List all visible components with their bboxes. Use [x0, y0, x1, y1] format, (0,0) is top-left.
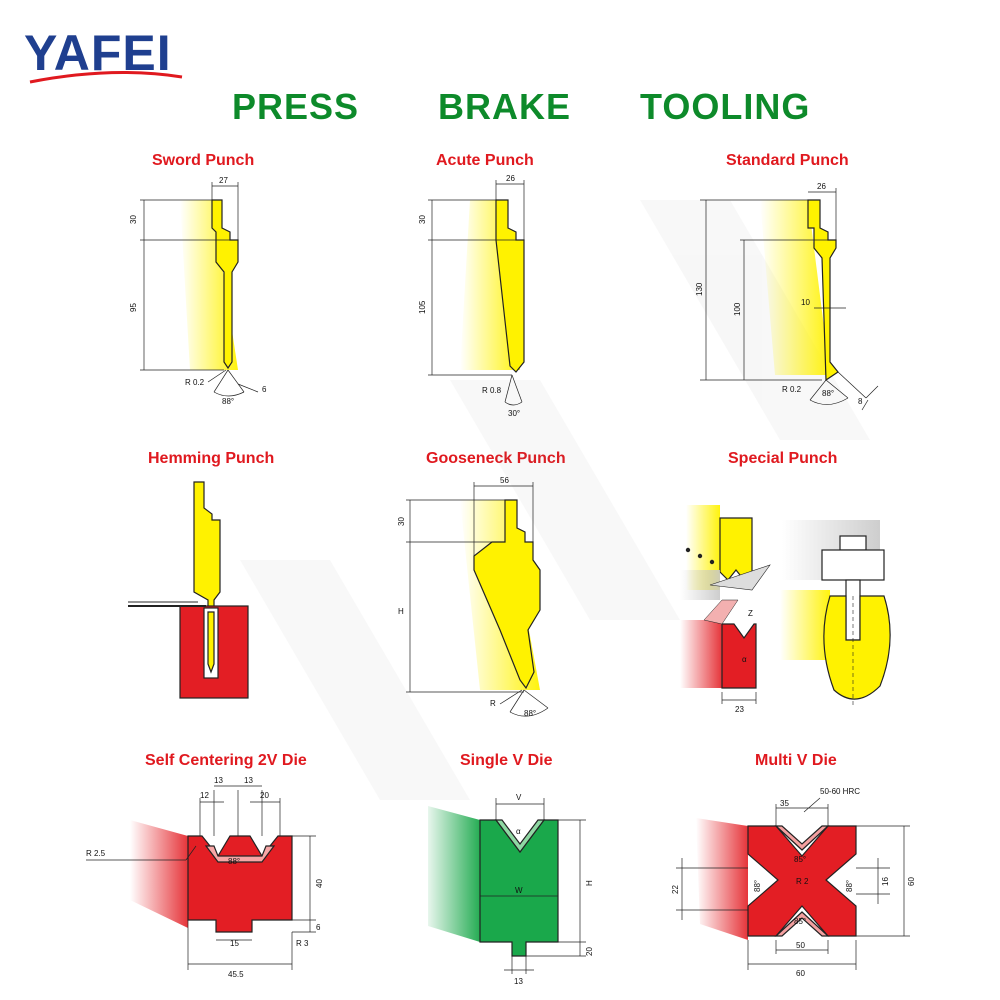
- gooseneck-punch-drawing: 56 30 H R 88°: [397, 476, 549, 718]
- gooseneck-dim-angle: 88°: [524, 709, 536, 718]
- mvd-dim-50: 50: [796, 941, 805, 950]
- scd-dim-r3: R 3: [296, 939, 309, 948]
- special-punch-title: Special Punch: [728, 450, 838, 467]
- single-v-die-drawing: V α W H 20 13: [428, 793, 594, 986]
- scd-dim-12: 12: [200, 791, 209, 800]
- scd-dim-radius: R 2.5: [86, 849, 106, 858]
- mvd-dim-85b: 85°: [794, 917, 806, 926]
- multi-v-die-title: Multi V Die: [755, 752, 837, 769]
- acute-dim-radius: R 0.8: [482, 386, 502, 395]
- mvd-dim-22: 22: [671, 885, 680, 894]
- sword-punch-drawing: 27 30 95 R 0.2 88° 6: [129, 176, 267, 406]
- title-brake: BRAKE: [438, 86, 572, 127]
- standard-dim-radius: R 0.2: [782, 385, 802, 394]
- standard-punch-drawing: 26 130 100 10 R 0.2 88° 8: [695, 182, 879, 411]
- mvd-dim-88b: 88°: [845, 880, 854, 892]
- scd-dim-40: 40: [315, 879, 324, 888]
- self-centering-die-title: Self Centering 2V Die: [145, 752, 307, 769]
- svd-dim-v: V: [516, 793, 522, 802]
- logo-text: YAFEI: [24, 25, 172, 81]
- svd-dim-w: W: [515, 886, 523, 895]
- mvd-dim-hrc: 50-60 HRC: [820, 787, 860, 796]
- special-punch-drawing: 23 Z α: [680, 505, 891, 714]
- acute-punch-title: Acute Punch: [436, 152, 534, 169]
- gooseneck-dim-top: 30: [397, 517, 406, 526]
- sword-dim-angle: 88°: [222, 397, 234, 406]
- single-v-die-title: Single V Die: [460, 752, 553, 769]
- mvd-dim-60h: 60: [907, 877, 916, 886]
- mvd-dim-88a: 88°: [753, 880, 762, 892]
- acute-dim-angle: 30°: [508, 409, 520, 418]
- scd-dim-angle: 88°: [228, 857, 240, 866]
- standard-dim-neck: 10: [801, 298, 810, 307]
- acute-dim-top: 30: [418, 215, 427, 224]
- title-press: PRESS: [232, 86, 360, 127]
- logo-swoosh: [29, 71, 183, 84]
- svd-dim-h: H: [585, 880, 594, 886]
- standard-dim-body: 100: [733, 302, 742, 316]
- standard-dim-total: 130: [695, 282, 704, 296]
- sword-dim-radius: R 0.2: [185, 378, 205, 387]
- acute-dim-body: 105: [418, 300, 427, 314]
- hemming-punch-drawing: [128, 481, 249, 699]
- sword-punch-title: Sword Punch: [152, 152, 255, 169]
- sword-dim-top: 30: [129, 215, 138, 224]
- scd-dim-15: 15: [230, 939, 239, 948]
- sword-dim-body: 95: [129, 303, 138, 312]
- special-dim-z: Z: [748, 609, 753, 618]
- self-centering-die-drawing: 13 13 12 20 R 2.5 88° 40 6 15 R 3 45.5: [86, 776, 324, 979]
- standard-dim-tip: 8: [858, 397, 863, 406]
- svd-dim-13: 13: [514, 977, 523, 986]
- mvd-dim-35: 35: [780, 799, 789, 808]
- scd-dim-20: 20: [260, 791, 269, 800]
- svd-dim-20: 20: [585, 947, 594, 956]
- scd-dim-13a: 13: [214, 776, 223, 785]
- title-tooling: TOOLING: [640, 86, 811, 127]
- svd-dim-alpha: α: [516, 827, 521, 836]
- mvd-dim-85a: 85°: [794, 855, 806, 864]
- special-dim-alpha: α: [742, 655, 747, 664]
- mvd-dim-60w: 60: [796, 969, 805, 978]
- scd-dim-6: 6: [316, 923, 321, 932]
- hemming-punch-title: Hemming Punch: [148, 450, 275, 467]
- mvd-dim-r2: R 2: [796, 877, 809, 886]
- scd-dim-455: 45.5: [228, 970, 244, 979]
- gooseneck-dim-h: H: [398, 607, 404, 616]
- yafei-logo: YAFEI: [24, 25, 183, 84]
- sword-dim-width: 27: [219, 176, 228, 185]
- multi-v-die-drawing: 50-60 HRC 35 85° 88° R 2 88° 16 60 22 85…: [671, 787, 916, 978]
- standard-dim-width: 26: [817, 182, 826, 191]
- sword-dim-tip: 6: [262, 385, 267, 394]
- gooseneck-dim-width: 56: [500, 476, 509, 485]
- gooseneck-punch-title: Gooseneck Punch: [426, 450, 566, 467]
- special-dim-width: 23: [735, 705, 744, 714]
- mvd-dim-16: 16: [881, 877, 890, 886]
- gooseneck-dim-radius: R: [490, 699, 496, 708]
- standard-dim-angle: 88°: [822, 389, 834, 398]
- acute-punch-drawing: 26 30 105 R 0.8 30°: [418, 174, 525, 418]
- scd-dim-13b: 13: [244, 776, 253, 785]
- standard-punch-title: Standard Punch: [726, 152, 849, 169]
- acute-dim-width: 26: [506, 174, 515, 183]
